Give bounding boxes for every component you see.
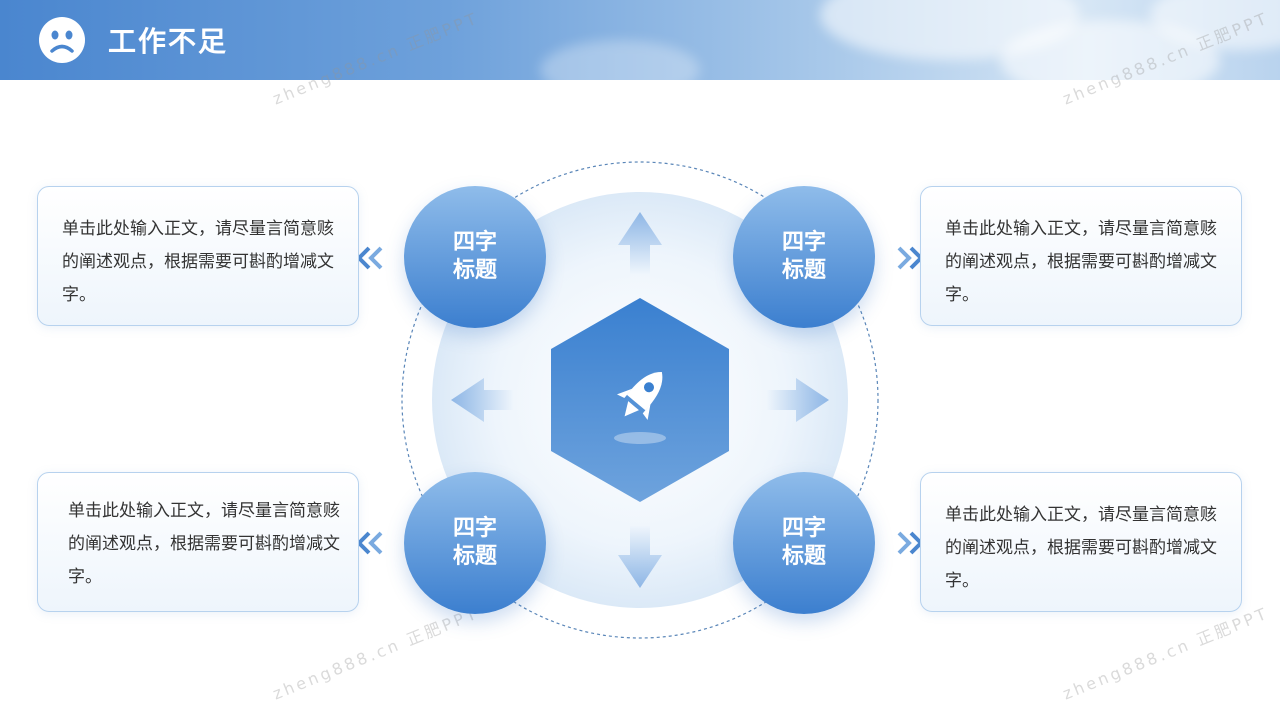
topic-circle-4: 四字标题 xyxy=(733,472,875,614)
body-text: 单击此处输入正文，请尽量言简意赅的阐述观点，根据需要可斟酌增减文字。 xyxy=(945,219,1217,305)
topic-title: 四字标题 xyxy=(452,230,497,283)
topic-title: 四字标题 xyxy=(781,230,826,283)
rocket-icon xyxy=(616,371,663,421)
arrow-left-icon xyxy=(451,378,514,422)
sad-face-icon xyxy=(39,17,85,63)
topic-title: 四字标题 xyxy=(781,516,826,569)
chevron-left-icon xyxy=(356,531,383,555)
page-title: 工作不足 xyxy=(108,25,229,58)
text-box-1: 单击此处输入正文，请尽量言简意赅的阐述观点，根据需要可斟酌增减文字。 xyxy=(37,186,359,326)
topic-circle-3: 四字标题 xyxy=(404,472,546,614)
body-text: 单击此处输入正文，请尽量言简意赅的阐述观点，根据需要可斟酌增减文字。 xyxy=(68,501,340,587)
chevron-left-icon xyxy=(356,246,383,270)
arrow-down-icon xyxy=(618,525,662,588)
body-text: 单击此处输入正文，请尽量言简意赅的阐述观点，根据需要可斟酌增减文字。 xyxy=(62,219,334,305)
topic-circle-1: 四字标题 xyxy=(404,186,546,328)
text-box-3: 单击此处输入正文，请尽量言简意赅的阐述观点，根据需要可斟酌增减文字。 xyxy=(37,472,359,612)
topic-title: 四字标题 xyxy=(452,516,497,569)
arrow-right-icon xyxy=(766,378,829,422)
text-box-2: 单击此处输入正文，请尽量言简意赅的阐述观点，根据需要可斟酌增减文字。 xyxy=(920,186,1242,326)
header-bar: 工作不足 xyxy=(0,0,1280,80)
topic-circle-2: 四字标题 xyxy=(733,186,875,328)
text-box-4: 单击此处输入正文，请尽量言简意赅的阐述观点，根据需要可斟酌增减文字。 xyxy=(920,472,1242,612)
body-text: 单击此处输入正文，请尽量言简意赅的阐述观点，根据需要可斟酌增减文字。 xyxy=(945,505,1217,591)
arrow-up-icon xyxy=(618,212,662,275)
